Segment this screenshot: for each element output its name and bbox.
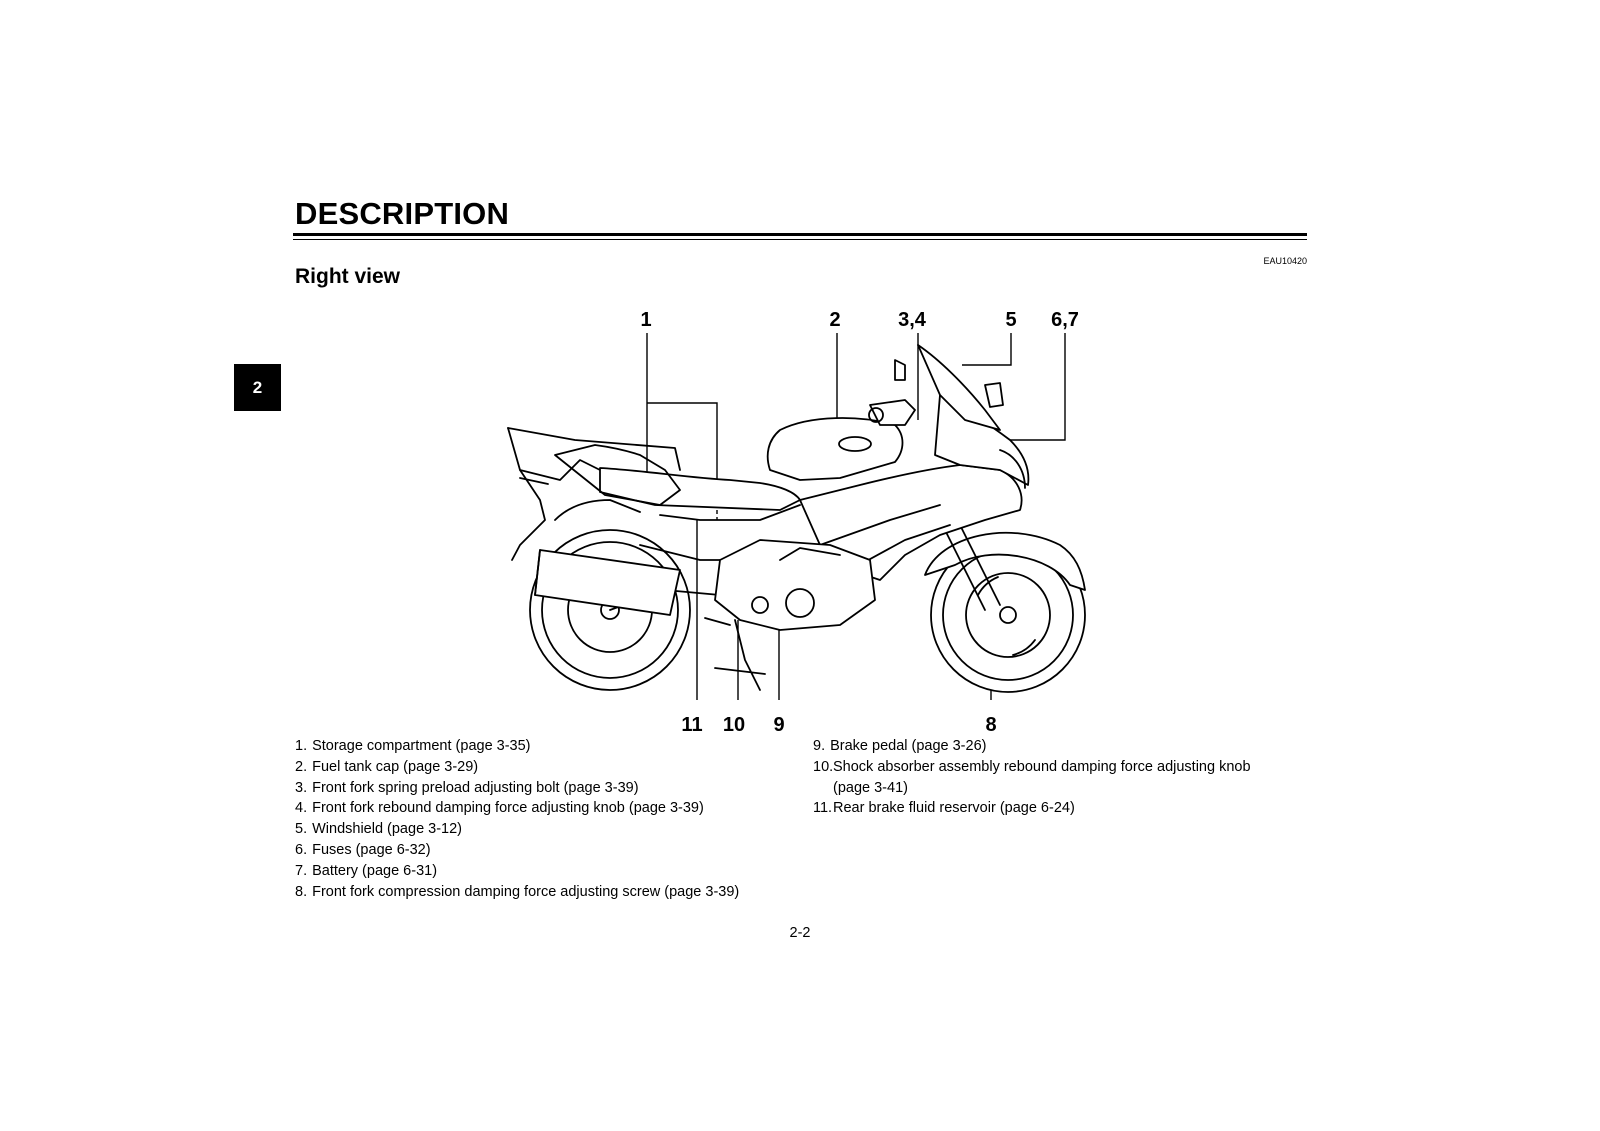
header-rule-thick (293, 233, 1307, 236)
legend-text: Rear brake fluid reservoir (page 6-24) (833, 800, 1075, 817)
motorcycle-drawing (507, 344, 1086, 693)
legend-number: 4. (295, 800, 308, 817)
legend-number: 1. (295, 738, 308, 754)
legend-left: 1.Storage compartment (page 3-35) 2.Fuel… (295, 736, 795, 902)
callout-1: 1 (640, 309, 651, 331)
callout-9: 9 (773, 714, 784, 736)
legend-number: 8. (295, 883, 308, 900)
legend-text: Shock absorber assembly rebound damping … (833, 758, 1251, 796)
legend-right: 9.Brake pedal (page 3-26) 10.Shock absor… (813, 736, 1283, 819)
legend-item-1: 1.Storage compartment (page 3-35) (295, 736, 795, 757)
callout-11: 11 (681, 714, 702, 736)
legend-text: Front fork compression damping force adj… (312, 883, 740, 900)
legend-text: Fuses (page 6-32) (312, 841, 431, 858)
legend-number: 2. (295, 758, 308, 775)
legend-item-2: 2.Fuel tank cap (page 3-29) (295, 757, 795, 778)
callout-10: 10 (723, 714, 745, 736)
document-code: EAU10420 (1263, 256, 1307, 266)
page-number: 2-2 (789, 925, 811, 941)
callout-3-4: 3,4 (898, 309, 927, 331)
legend-item-8: 8.Front fork compression damping force a… (295, 882, 795, 903)
section-title: DESCRIPTION (295, 196, 510, 231)
legend-number: 10. (813, 758, 834, 775)
legend-text: Storage compartment (page 3-35) (312, 738, 531, 754)
legend-number: 9. (813, 738, 826, 754)
chapter-tab[interactable]: 2 (234, 364, 281, 411)
callout-8: 8 (985, 714, 996, 736)
legend-item-5: 5.Windshield (page 3-12) (295, 819, 795, 840)
legend-text: Front fork spring preload adjusting bolt… (312, 779, 639, 796)
legend-number: 6. (295, 841, 308, 858)
legend-number: 5. (295, 821, 308, 838)
callout-6-7: 6,7 (1051, 309, 1079, 331)
legend-text: Windshield (page 3-12) (312, 821, 463, 838)
chapter-tab-label: 2 (252, 377, 263, 397)
page-subtitle: Right view (295, 265, 401, 288)
legend-number: 7. (295, 862, 308, 879)
callout-2: 2 (829, 309, 840, 331)
legend-item-6: 6.Fuses (page 6-32) (295, 840, 795, 861)
legend-number: 3. (295, 779, 308, 796)
legend-text: Brake pedal (page 3-26) (830, 738, 987, 754)
legend-number: 11. (813, 800, 833, 817)
legend-item-7: 7.Battery (page 6-31) (295, 861, 795, 882)
legend-item-10: 10.Shock absorber assembly rebound dampi… (813, 757, 1283, 799)
header-rule-thin (293, 239, 1307, 240)
legend-text: Front fork rebound damping force adjusti… (312, 800, 704, 817)
legend-item-9: 9.Brake pedal (page 3-26) (813, 736, 1283, 757)
legend-text: Fuel tank cap (page 3-29) (312, 758, 479, 775)
legend-item-4: 4.Front fork rebound damping force adjus… (295, 798, 795, 819)
legend-item-11: 11.Rear brake fluid reservoir (page 6-24… (813, 798, 1283, 819)
legend-item-3: 3.Front fork spring preload adjusting bo… (295, 778, 795, 799)
legend-text: Battery (page 6-31) (312, 862, 438, 879)
callout-5: 5 (1005, 309, 1016, 331)
